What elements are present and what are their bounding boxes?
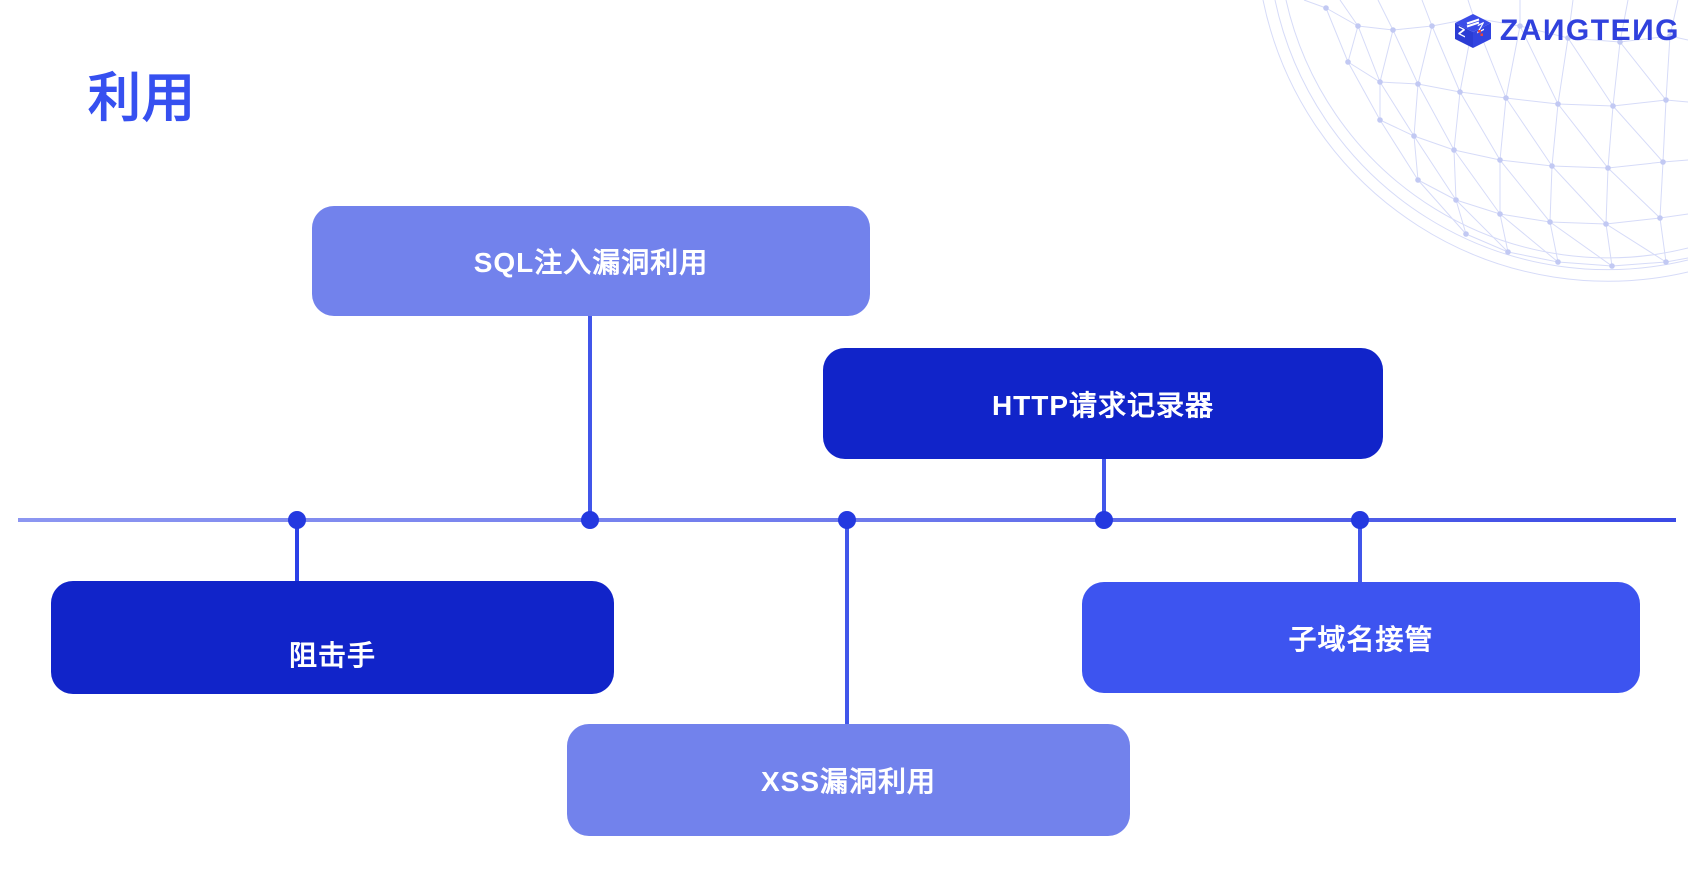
- timeline-dot: [838, 511, 856, 529]
- node-subdomain-takeover: 子域名接管: [1082, 582, 1640, 693]
- node-http-request-logger: HTTP请求记录器: [823, 348, 1383, 459]
- node-sniper: 阻击手: [51, 581, 614, 694]
- zangteng-cube-logo-icon: Z Z: [1454, 14, 1491, 48]
- node-label: XSS漏洞利用: [760, 766, 937, 797]
- brand-wordmark: ZAИGTEИG: [1499, 14, 1680, 47]
- connector-http: [1102, 457, 1106, 520]
- node-label: SQL注入漏洞利用: [473, 247, 709, 278]
- node-label: 阻击手: [288, 639, 376, 671]
- timeline-dot: [1095, 511, 1113, 529]
- connector-xss: [845, 520, 849, 725]
- node-sql-injection-exploitation: SQL注入漏洞利用: [312, 206, 870, 316]
- timeline-dot: [1351, 511, 1369, 529]
- connector-sniper: [295, 520, 299, 582]
- svg-text:Z: Z: [1458, 23, 1466, 41]
- node-label: 子域名接管: [1288, 623, 1434, 655]
- connector-sql: [588, 314, 592, 520]
- brand-logo: Z Z ZAИGTEИG: [1453, 13, 1680, 49]
- svg-text:Z: Z: [1477, 18, 1485, 36]
- connector-subdomain: [1358, 520, 1362, 583]
- node-label: HTTP请求记录器: [991, 389, 1215, 421]
- node-xss-exploitation: XSS漏洞利用: [567, 724, 1130, 836]
- timeline-dot: [581, 511, 599, 529]
- page-title: 利用: [88, 69, 196, 128]
- timeline-dot: [288, 511, 306, 529]
